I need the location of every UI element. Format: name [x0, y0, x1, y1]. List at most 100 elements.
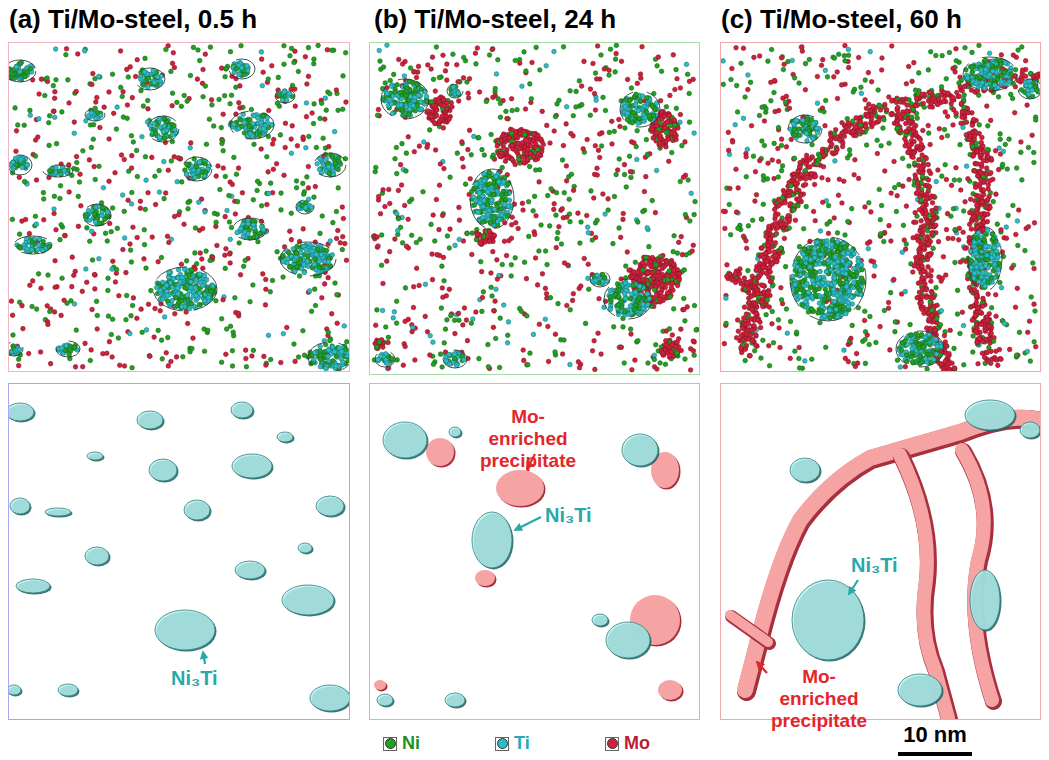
- atom-dot: [83, 341, 88, 346]
- atom-dot: [126, 198, 131, 203]
- atom-dot: [131, 225, 136, 230]
- atom-dot: [170, 103, 175, 108]
- atom-dot: [17, 175, 22, 180]
- atom-dot: [490, 46, 495, 51]
- atom-dot: [120, 94, 125, 99]
- atom-dot: [67, 352, 72, 357]
- atom-dot: [343, 50, 348, 55]
- atom-dot: [282, 89, 287, 94]
- atom-dot: [441, 53, 446, 58]
- atom-dot: [454, 62, 459, 67]
- atom-dot: [400, 141, 405, 146]
- atom-dot: [430, 277, 435, 282]
- atom-dot: [46, 120, 51, 125]
- atom-dot: [210, 254, 215, 259]
- atom-dot: [106, 314, 111, 319]
- atom-dot: [140, 330, 145, 335]
- atom-dot: [126, 75, 131, 80]
- atom-dot: [162, 116, 167, 121]
- atom-dot: [101, 185, 106, 190]
- atom-dot: [284, 325, 289, 330]
- atom-dot: [260, 83, 265, 88]
- atom-dot: [87, 218, 92, 223]
- atom-dot: [228, 261, 233, 266]
- atom-dot: [176, 212, 181, 217]
- atom-dot: [330, 345, 335, 350]
- atom-dot: [162, 315, 167, 320]
- atom-dot: [74, 154, 79, 159]
- atom-dot: [162, 136, 167, 141]
- atom-dot: [166, 275, 171, 280]
- atom-dot: [207, 117, 212, 122]
- atom-dot: [334, 236, 339, 241]
- atom-dot: [139, 307, 144, 312]
- atom-dot: [516, 226, 521, 231]
- atom-dot: [120, 193, 125, 198]
- atom-dot: [62, 233, 67, 238]
- atom-dot: [241, 264, 246, 269]
- atom-dot: [200, 170, 205, 175]
- atom-dot: [212, 211, 217, 216]
- atom-dot: [74, 328, 79, 333]
- atom-dot: [606, 208, 611, 213]
- atom-dot: [130, 365, 135, 370]
- atom-dot: [166, 43, 171, 48]
- atom-dot: [318, 357, 323, 362]
- atom-dot: [218, 187, 223, 192]
- atom-dot: [279, 360, 284, 365]
- atom-dot: [393, 237, 398, 242]
- atom-dot: [179, 304, 184, 309]
- atom-dot: [210, 255, 215, 260]
- atom-dot: [107, 339, 112, 344]
- atom-dot: [566, 264, 571, 269]
- atom-dot: [22, 123, 27, 128]
- atom-dot: [375, 113, 380, 118]
- atom-dot: [234, 172, 239, 177]
- atom-dot: [146, 302, 151, 307]
- atom-dot: [170, 298, 175, 303]
- atom-dot: [236, 166, 241, 171]
- atom-dot: [114, 267, 119, 272]
- atom-dot: [71, 273, 76, 278]
- atom-dot: [160, 297, 165, 302]
- atom-dot: [90, 307, 95, 312]
- atom-dot: [150, 235, 155, 240]
- atom-dot: [228, 324, 233, 329]
- atom-dot: [461, 76, 466, 81]
- atom-dot: [186, 200, 191, 205]
- atom-dot: [208, 45, 213, 50]
- atom-dot: [295, 265, 300, 270]
- atom-dot: [326, 354, 331, 359]
- atom-dot: [36, 272, 41, 277]
- atom-dot: [219, 125, 224, 130]
- atom-dot: [687, 120, 692, 125]
- atom-dot: [304, 247, 309, 252]
- isosurface-outline: [9, 155, 32, 175]
- atom-dot: [257, 231, 262, 236]
- atom-dot: [219, 360, 224, 365]
- atom-dot: [160, 280, 165, 285]
- atom-dot: [230, 348, 235, 353]
- atom-dot: [93, 177, 98, 182]
- atom-dot: [301, 192, 306, 197]
- atom-dot: [344, 100, 349, 105]
- atom-map: [9, 43, 349, 371]
- atom-dot: [313, 350, 318, 355]
- atom-dot: [198, 251, 203, 256]
- isosurface-outline: [85, 109, 105, 121]
- atom-dot: [264, 287, 269, 292]
- atom-dot: [693, 199, 698, 204]
- atom-dot: [164, 283, 169, 288]
- atom-dot: [313, 303, 318, 308]
- atom-dot: [53, 285, 58, 290]
- atom-dot: [288, 265, 293, 270]
- atom-dot: [501, 303, 506, 308]
- atom-dot: [259, 204, 264, 209]
- atom-dot: [122, 364, 127, 369]
- atom-dot: [270, 278, 275, 283]
- atom-dot: [80, 364, 85, 369]
- atom-dot: [33, 138, 38, 143]
- atom-dot: [16, 357, 21, 362]
- atom-dot: [477, 90, 482, 95]
- atom-dot: [219, 66, 224, 71]
